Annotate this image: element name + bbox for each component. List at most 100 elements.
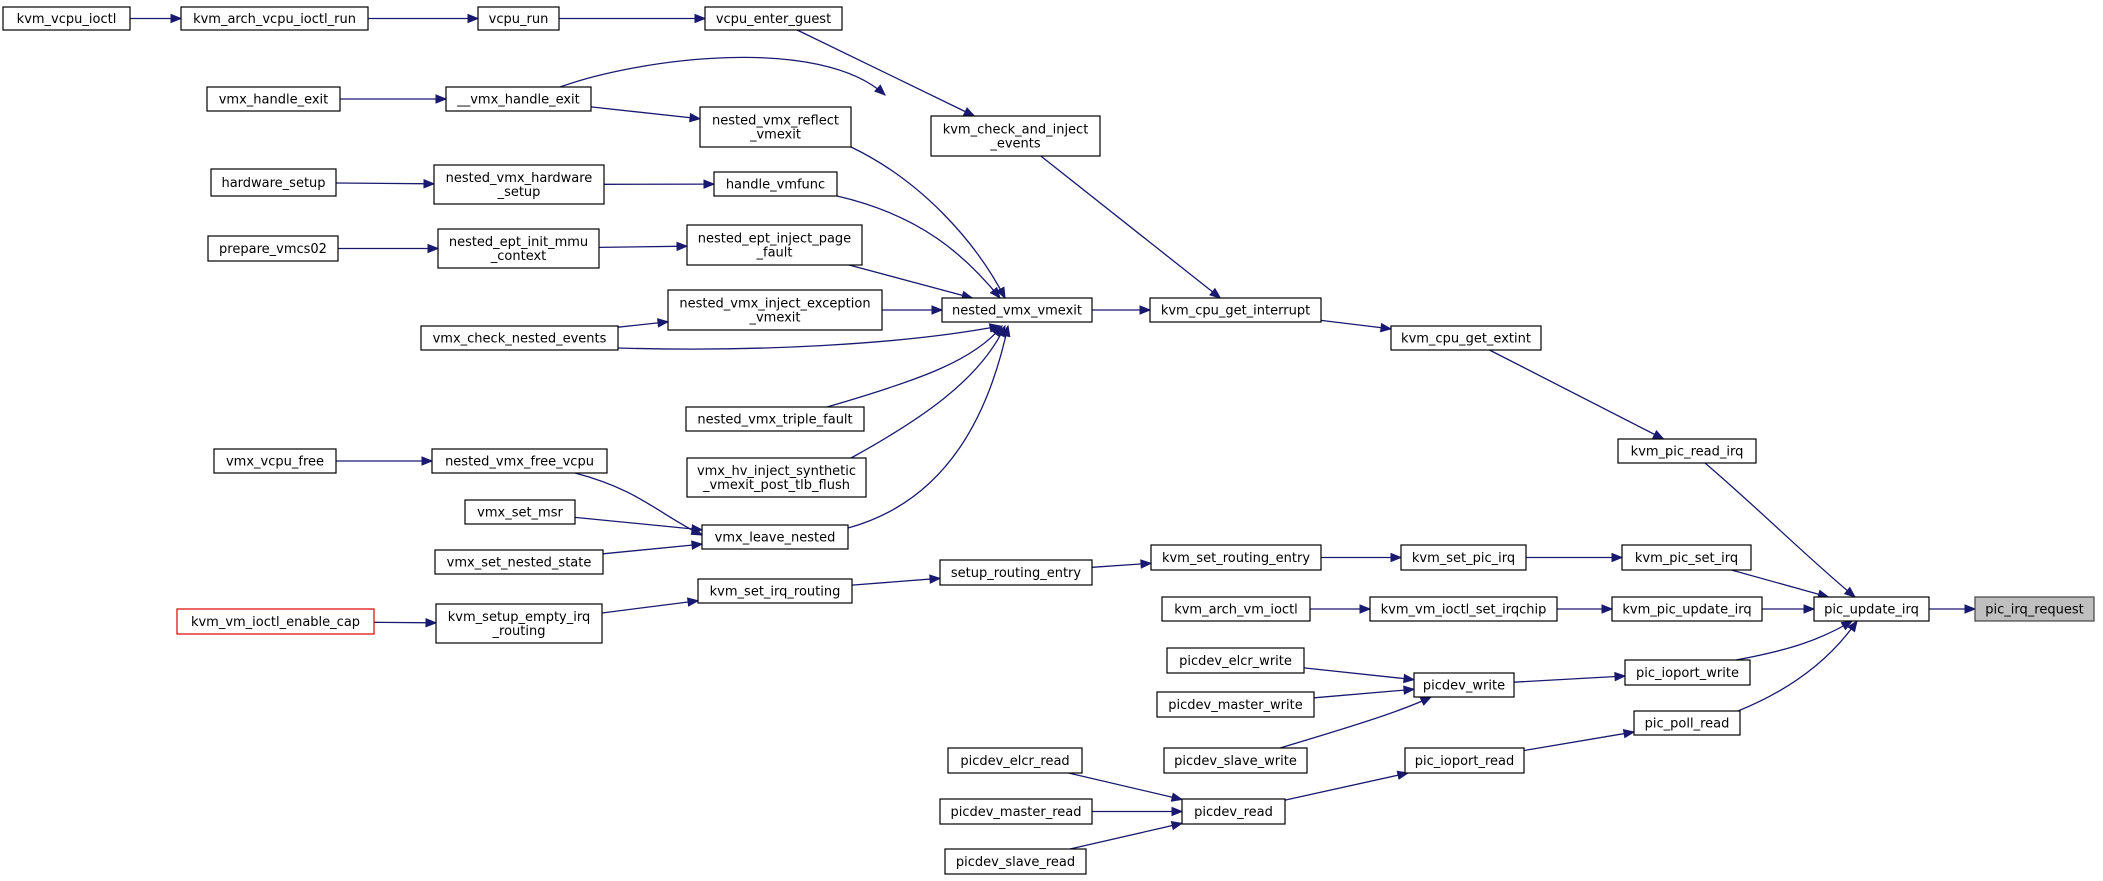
edge-kvm_setup_empty_irq_routing-to-kvm_set_irq_routing bbox=[601, 597, 700, 614]
node-kvm-check-and-inject-events[interactable]: kvm_check_and_inject_events bbox=[930, 115, 1101, 157]
node-kvm-set-routing-entry[interactable]: kvm_set_routing_entry bbox=[1150, 544, 1322, 571]
node-box bbox=[433, 164, 605, 205]
edge-nested_vmx_hardware_setup-to-handle_vmfunc bbox=[603, 179, 716, 189]
edge-kvm_check_and_inject_events-to-kvm_cpu_get_interrupt bbox=[1040, 155, 1222, 299]
edge-vmx_set_nested_state-to-vmx_leave_nested bbox=[602, 540, 704, 555]
node-hardware-setup[interactable]: hardware_setup bbox=[210, 168, 337, 197]
node-handle-vmfunc[interactable]: handle_vmfunc bbox=[713, 171, 838, 197]
node-label: vcpu_enter_guest bbox=[716, 12, 831, 27]
node-pic-poll-read[interactable]: pic_poll_read bbox=[1633, 710, 1741, 736]
node-vmx-handle-exit[interactable]: vmx_handle_exit bbox=[206, 86, 341, 112]
node-box bbox=[420, 325, 619, 351]
node-label: handle_vmfunc bbox=[726, 178, 825, 193]
node-pic-irq-request[interactable]: pic_irq_request bbox=[1974, 596, 2095, 622]
edge-arrowhead bbox=[423, 178, 436, 189]
edge-arrowhead bbox=[657, 318, 670, 328]
node-label: vmx_hv_inject_synthetic bbox=[697, 464, 856, 479]
node-picdev-master-read[interactable]: picdev_master_read bbox=[939, 798, 1093, 825]
node-vmx-hv-inject-synthetic-vmexit-post-tlb-flush[interactable]: vmx_hv_inject_synthetic_vmexit_post_tlb_… bbox=[686, 457, 867, 498]
edge-line bbox=[602, 543, 703, 555]
node-picdev-master-write[interactable]: picdev_master_write bbox=[1156, 691, 1315, 718]
edge-hardware_setup-to-nested_vmx_hardware_setup bbox=[335, 178, 436, 189]
node-kvm-setup-empty-irq-routing[interactable]: kvm_setup_empty_irq_routing bbox=[435, 603, 603, 644]
edge-kvm_vm_ioctl_set_irqchip-to-kvm_pic_update_irq bbox=[1557, 604, 1614, 614]
node-box bbox=[2, 6, 131, 31]
node-label: kvm_vm_ioctl_enable_cap bbox=[191, 615, 360, 630]
edge-nested_vmx_free_vcpu-to-vmx_leave_nested bbox=[574, 472, 704, 536]
node-label: kvm_check_and_inject bbox=[943, 123, 1089, 138]
node-picdev-elcr-read[interactable]: picdev_elcr_read bbox=[947, 747, 1083, 774]
node-label: vmx_leave_nested bbox=[715, 531, 836, 546]
edge-vmx_set_msr-to-vmx_leave_nested bbox=[574, 516, 704, 534]
node-label: _vmexit_post_tlb_flush bbox=[702, 478, 850, 493]
edge-arrowhead bbox=[1964, 604, 1977, 614]
edge-pic_ioport_write-to-pic_update_irq bbox=[1735, 620, 1854, 661]
node-box bbox=[464, 499, 576, 525]
node-label: nested_vmx_reflect bbox=[712, 114, 839, 129]
edge-line bbox=[574, 516, 703, 531]
node-box bbox=[1611, 596, 1763, 622]
node-vmx-handle-exit[interactable]: __vmx_handle_exit bbox=[445, 86, 592, 112]
node-pic-update-irq[interactable]: pic_update_irq bbox=[1813, 596, 1930, 622]
node-pic-ioport-write[interactable]: pic_ioport_write bbox=[1624, 659, 1751, 686]
node-vmx-set-nested-state[interactable]: vmx_set_nested_state bbox=[434, 549, 604, 575]
node-box bbox=[686, 457, 867, 498]
node-kvm-cpu-get-extint[interactable]: kvm_cpu_get_extint bbox=[1390, 325, 1542, 351]
node-label: picdev_elcr_read bbox=[960, 754, 1069, 769]
node-picdev-read[interactable]: picdev_read bbox=[1181, 798, 1286, 825]
node-kvm-pic-update-irq[interactable]: kvm_pic_update_irq bbox=[1611, 596, 1763, 622]
node-setup-routing-entry[interactable]: setup_routing_entry bbox=[939, 559, 1093, 586]
node-vmx-set-msr[interactable]: vmx_set_msr bbox=[464, 499, 576, 525]
edge-arrowhead bbox=[691, 540, 704, 550]
node-kvm-set-irq-routing[interactable]: kvm_set_irq_routing bbox=[697, 578, 853, 604]
node-nested-ept-inject-page-fault[interactable]: nested_ept_inject_page_fault bbox=[686, 224, 863, 266]
node-kvm-pic-read-irq[interactable]: kvm_pic_read_irq bbox=[1617, 438, 1757, 464]
edge-arrowhead bbox=[995, 286, 1006, 300]
node-kvm-vcpu-ioctl[interactable]: kvm_vcpu_ioctl bbox=[2, 6, 131, 31]
node-label: _setup bbox=[497, 185, 541, 200]
edge-arrowhead bbox=[435, 94, 448, 104]
node-picdev-slave-write[interactable]: picdev_slave_write bbox=[1163, 747, 1308, 774]
node-vmx-check-nested-events[interactable]: vmx_check_nested_events bbox=[420, 325, 619, 351]
node-kvm-arch-vcpu-ioctl-run[interactable]: kvm_arch_vcpu_ioctl_run bbox=[180, 6, 369, 31]
node-vmx-vcpu-free[interactable]: vmx_vcpu_free bbox=[213, 448, 337, 474]
edge-kvm_arch_vm_ioctl-to-kvm_vm_ioctl_set_irqchip bbox=[1310, 604, 1372, 614]
edge-line bbox=[850, 146, 1006, 299]
node-label: vcpu_run bbox=[489, 12, 549, 27]
node-nested-ept-init-mmu-context[interactable]: nested_ept_init_mmu_context bbox=[437, 228, 600, 269]
node-kvm-arch-vm-ioctl[interactable]: kvm_arch_vm_ioctl bbox=[1161, 596, 1311, 622]
node-kvm-vm-ioctl-set-irqchip[interactable]: kvm_vm_ioctl_set_irqchip bbox=[1369, 596, 1558, 622]
node-picdev-write[interactable]: picdev_write bbox=[1413, 672, 1515, 698]
node-box bbox=[930, 115, 1101, 157]
node-pic-ioport-read[interactable]: pic_ioport_read bbox=[1404, 747, 1525, 774]
node-nested-vmx-triple-fault[interactable]: nested_vmx_triple_fault bbox=[685, 406, 865, 432]
node-kvm-cpu-get-interrupt[interactable]: kvm_cpu_get_interrupt bbox=[1149, 297, 1322, 323]
node-box bbox=[1390, 325, 1542, 351]
node-kvm-pic-set-irq[interactable]: kvm_pic_set_irq bbox=[1621, 544, 1752, 571]
node-kvm-vm-ioctl-enable-cap[interactable]: kvm_vm_ioctl_enable_cap bbox=[176, 608, 375, 635]
node-box bbox=[207, 235, 339, 262]
node-label: picdev_write bbox=[1423, 679, 1505, 694]
edge-arrowhead bbox=[694, 13, 707, 24]
node-nested-vmx-vmexit[interactable]: nested_vmx_vmexit bbox=[941, 297, 1093, 323]
node-label: picdev_read bbox=[1194, 805, 1273, 820]
node-picdev-elcr-write[interactable]: picdev_elcr_write bbox=[1166, 647, 1305, 674]
edge-vmx_vcpu_free-to-nested_vmx_free_vcpu bbox=[336, 456, 434, 466]
node-box bbox=[667, 289, 883, 331]
edge-line bbox=[1523, 731, 1635, 752]
node-nested-vmx-hardware-setup[interactable]: nested_vmx_hardware_setup bbox=[433, 164, 605, 205]
node-nested-vmx-free-vcpu[interactable]: nested_vmx_free_vcpu bbox=[431, 448, 608, 474]
node-box bbox=[699, 106, 852, 148]
node-vmx-leave-nested[interactable]: vmx_leave_nested bbox=[701, 524, 849, 550]
node-prepare-vmcs02[interactable]: prepare_vmcs02 bbox=[207, 235, 339, 262]
node-label: kvm_cpu_get_extint bbox=[1401, 332, 1531, 347]
node-kvm-set-pic-irq[interactable]: kvm_set_pic_irq bbox=[1400, 544, 1527, 571]
node-vcpu-run[interactable]: vcpu_run bbox=[477, 6, 560, 31]
node-vcpu-enter-guest[interactable]: vcpu_enter_guest bbox=[704, 6, 843, 31]
node-box bbox=[435, 603, 603, 644]
node-box bbox=[1181, 798, 1286, 825]
node-nested-vmx-inject-exception-vmexit[interactable]: nested_vmx_inject_exception_vmexit bbox=[667, 289, 883, 331]
node-nested-vmx-reflect-vmexit[interactable]: nested_vmx_reflect_vmexit bbox=[699, 106, 852, 148]
node-picdev-slave-read[interactable]: picdev_slave_read bbox=[944, 848, 1087, 875]
